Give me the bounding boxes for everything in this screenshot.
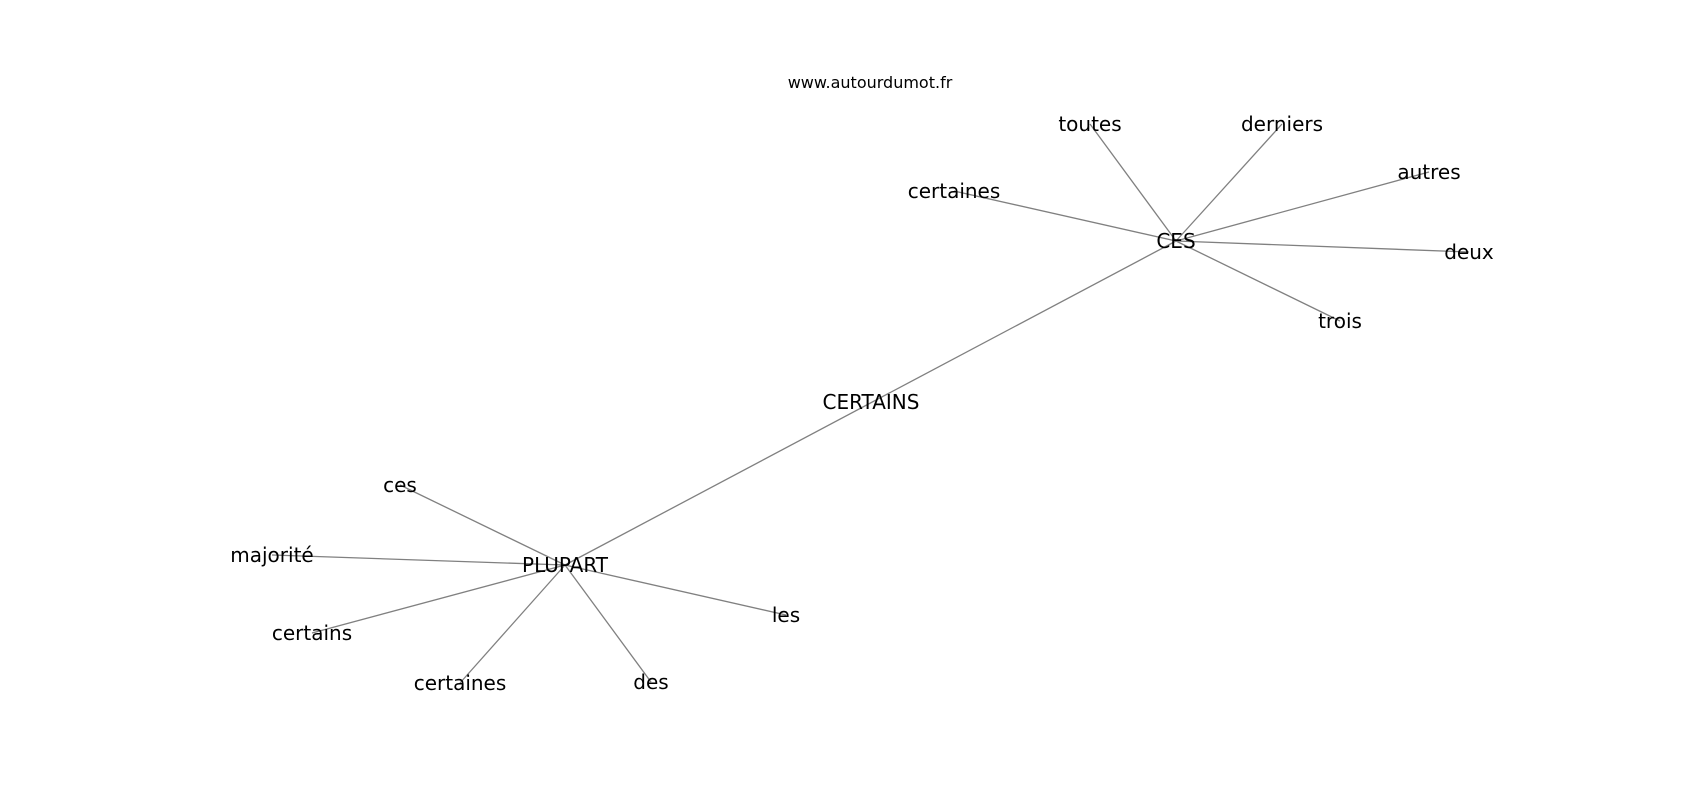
edge-plupart_hub-certains_small [311,564,566,634]
node-label-certaines-bottom: certaines [414,671,507,695]
graph-edges [271,123,1470,684]
node-label-trois: trois [1318,309,1362,333]
edge-plupart_hub-des [564,564,652,683]
edge-plupart_hub-les [564,564,787,616]
node-label-ces-small: ces [383,473,417,497]
node-label-majorite: majorité [230,543,313,567]
node-label-les: les [772,603,800,627]
site-label: www.autourdumot.fr [788,73,953,92]
edge-plupart_hub-ces_small [399,484,566,566]
edge-ces_hub-derniers [1175,123,1283,242]
edge-ces_hub-autres [1175,171,1430,242]
edge-ces_hub-plupart_hub [564,240,1177,566]
edge-plupart_hub-certaines_bottom [459,564,566,684]
node-label-des: des [633,670,668,694]
graph-labels: www.autourdumot.fr CERTAINS CES PLUPART tou… [230,73,1494,695]
node-label-certains-small: certains [272,621,352,645]
node-label-certaines-top: certaines [908,179,1001,203]
node-label-deux: deux [1444,240,1494,264]
edge-ces_hub-toutes [1089,123,1177,242]
node-label-toutes: toutes [1058,112,1121,136]
node-label-certains-center: CERTAINS [823,390,920,414]
edge-ces_hub-certaines_top [953,190,1177,242]
edge-ces_hub-trois [1175,240,1341,322]
node-label-derniers: derniers [1241,112,1323,136]
edge-plupart_hub-majorite [271,554,566,566]
node-label-autres: autres [1397,160,1460,184]
node-label-plupart-hub: PLUPART [522,553,609,577]
node-label-ces-hub: CES [1156,229,1195,253]
edge-ces_hub-deux [1175,240,1470,253]
